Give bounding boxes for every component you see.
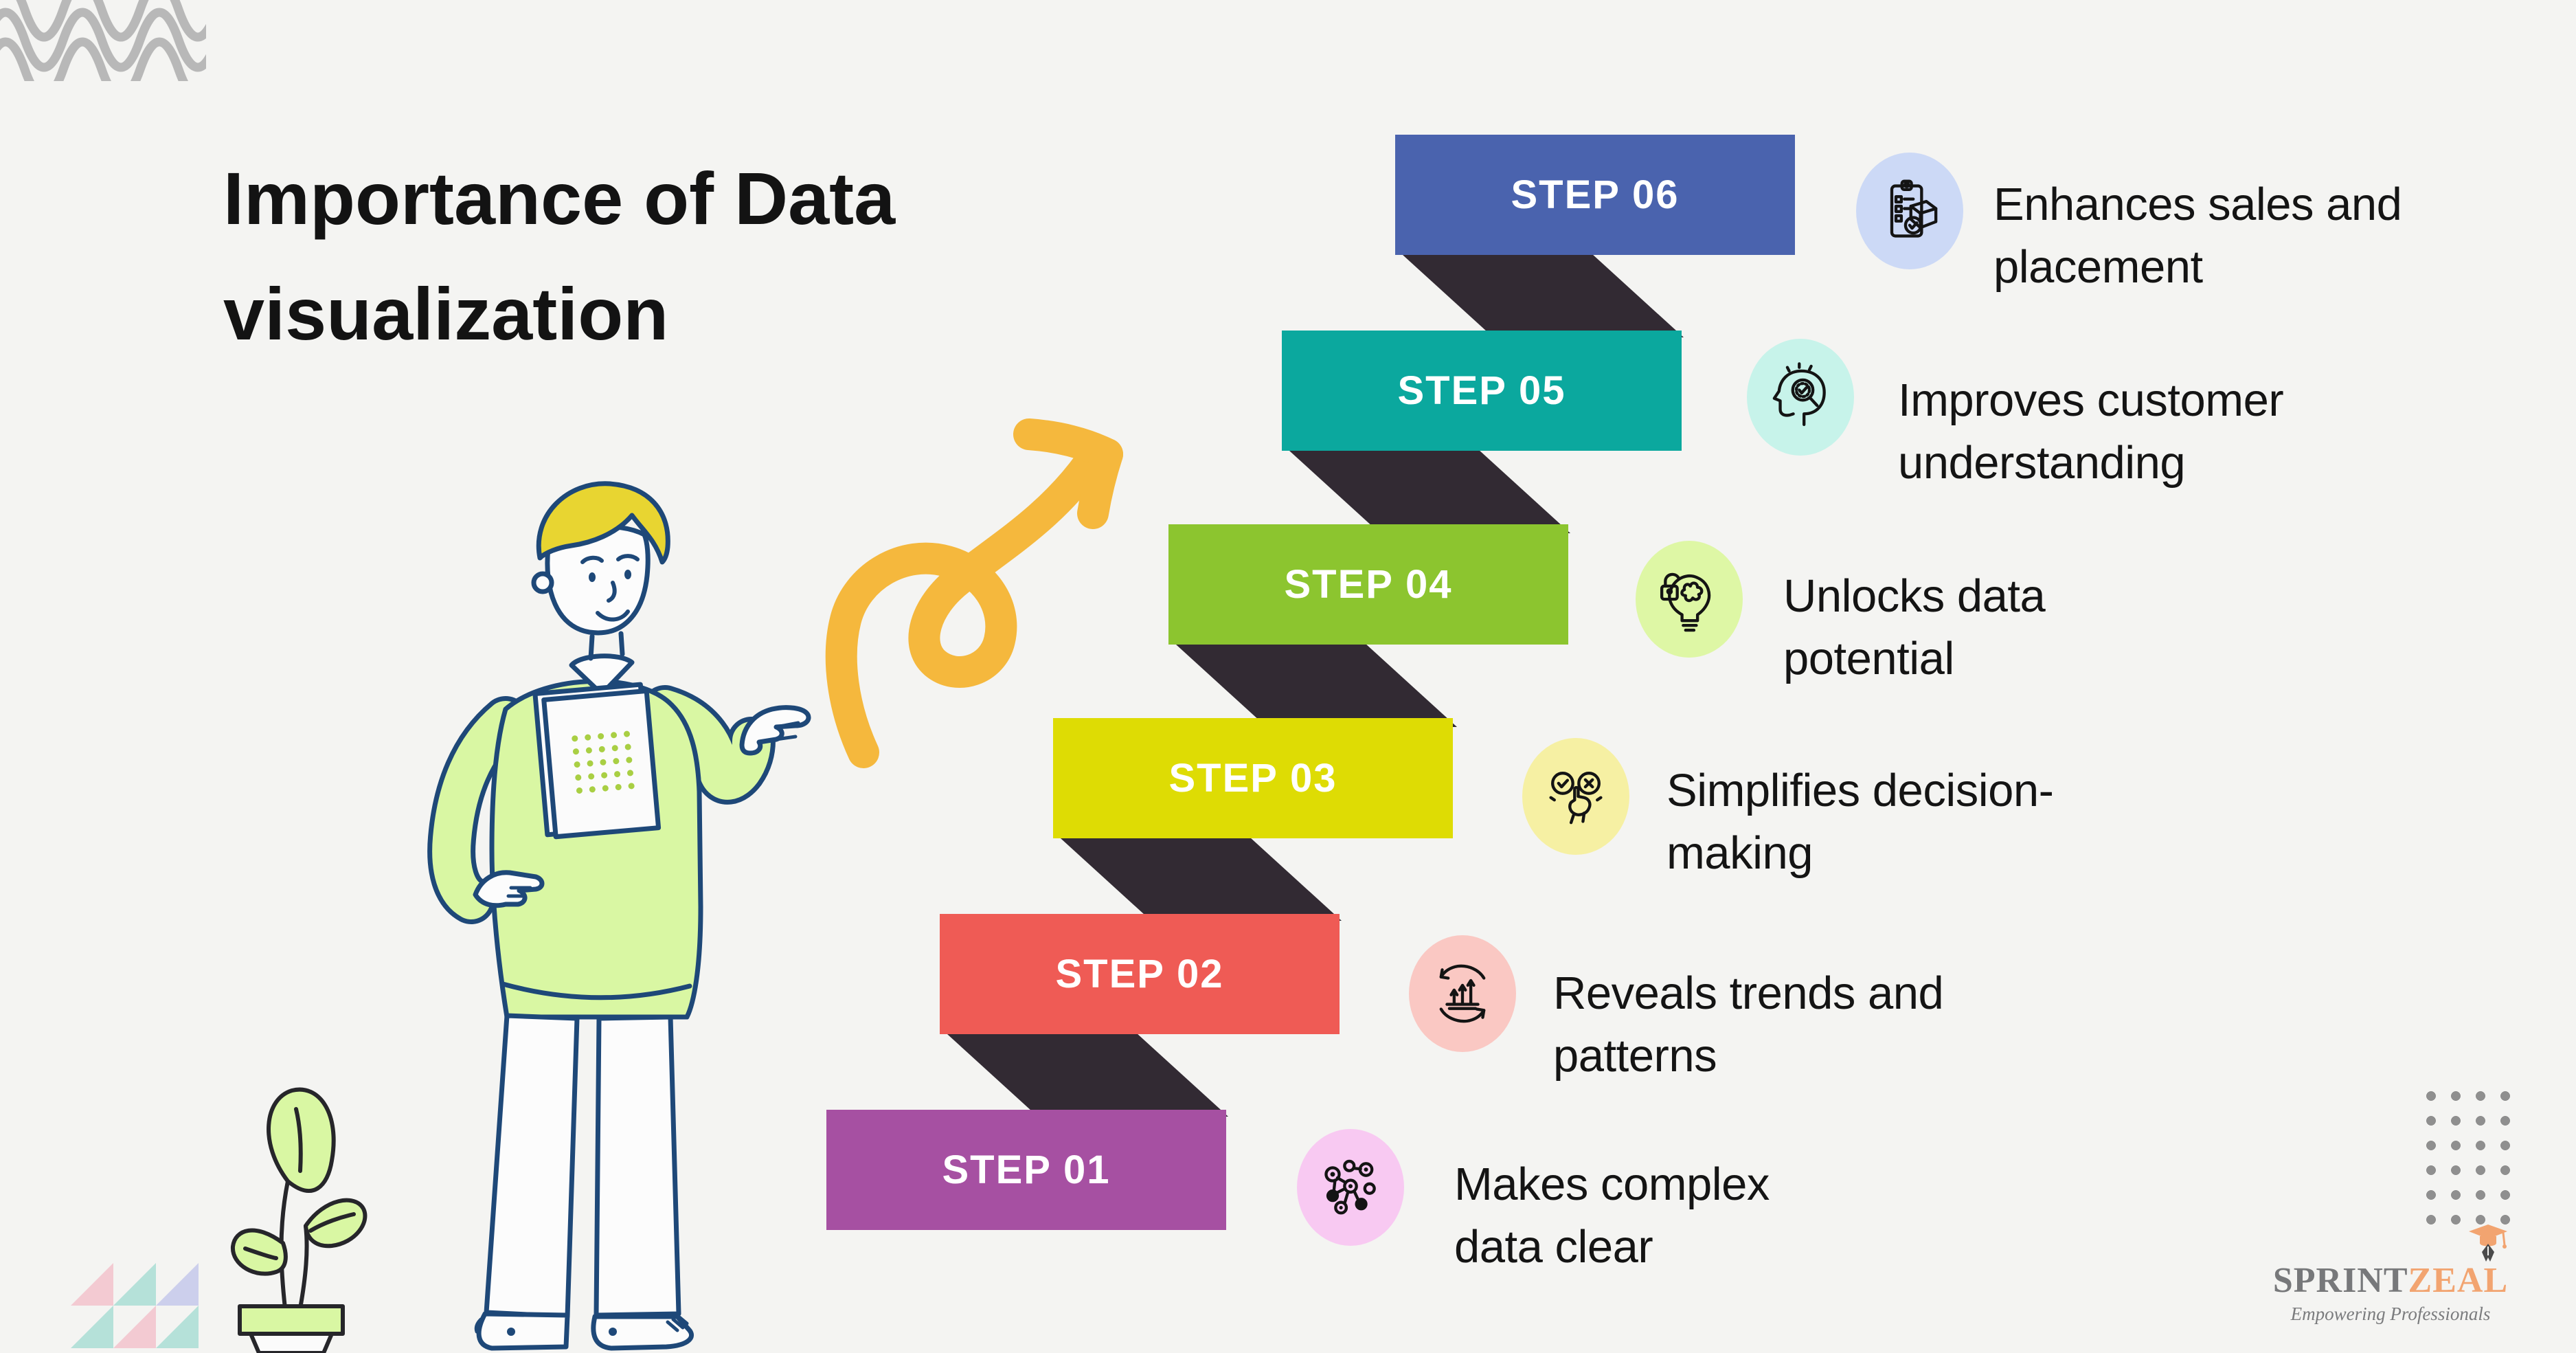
title-line-2: visualization <box>223 272 669 355</box>
icon-bubble-04 <box>1636 541 1743 658</box>
decision-check-icon <box>1549 772 1603 825</box>
step-bar-05: STEP 05 <box>1282 331 1682 451</box>
graduation-cap-icon <box>2469 1225 2507 1262</box>
step-bar-04: STEP 04 <box>1168 524 1568 645</box>
wavy-lines-decoration <box>0 0 206 81</box>
desc-line: patterns <box>1553 1030 1717 1082</box>
growth-arrow-icon <box>825 418 1123 768</box>
network-data-icon <box>1324 1159 1376 1215</box>
triangle-decoration <box>156 1263 199 1306</box>
desc-line: Makes complex <box>1454 1159 1770 1210</box>
ribbon-connector <box>1053 831 1342 921</box>
icon-bubble-05 <box>1747 339 1854 456</box>
logo-sprint: SPRINT <box>2272 1261 2408 1300</box>
triangle-decoration <box>156 1306 199 1348</box>
ribbon-connector <box>1168 638 1457 727</box>
sprintzeal-logo: SPRINTZEAL Empowering Professionals <box>2246 1225 2535 1341</box>
step-description-02: Reveals trends and patterns <box>1553 962 1944 1087</box>
triangle-decoration <box>71 1306 113 1348</box>
desc-line: potential <box>1783 633 1954 684</box>
step-bar-06: STEP 06 <box>1395 135 1795 255</box>
step-bar-02: STEP 02 <box>940 914 1340 1034</box>
desc-line: Improves customer <box>1898 374 2284 426</box>
step-description-03: Simplifies decision- making <box>1667 759 2054 884</box>
icon-bubble-03 <box>1522 738 1629 855</box>
ribbon-connector <box>1395 248 1684 337</box>
logo-tagline: Empowering Professionals <box>2290 1304 2491 1324</box>
triangle-decoration <box>113 1306 156 1348</box>
step-description-05: Improves customer understanding <box>1898 369 2284 494</box>
step-description-01: Makes complex data clear <box>1454 1153 1770 1278</box>
icon-bubble-02 <box>1409 935 1516 1052</box>
title-line-1: Importance of Data <box>223 157 896 240</box>
icon-bubble-01 <box>1297 1129 1404 1246</box>
step-label: STEP 03 <box>1168 756 1337 801</box>
page-title: Importance of Data visualization <box>223 141 1082 372</box>
trend-cycle-icon <box>1439 964 1486 1023</box>
step-description-06: Enhances sales and placement <box>1993 173 2402 298</box>
unlock-idea-icon <box>1660 572 1711 632</box>
ribbon-connector <box>1282 444 1570 533</box>
desc-line: Unlocks data <box>1783 570 2046 622</box>
dot-grid-decoration <box>2426 1091 2516 1226</box>
triangle-decoration <box>71 1263 113 1306</box>
desc-line: Enhances sales and <box>1993 179 2402 230</box>
sales-checklist-icon <box>1890 179 1938 238</box>
desc-line: Simplifies decision- <box>1667 765 2054 816</box>
triangle-decoration <box>113 1263 156 1306</box>
desc-line: understanding <box>1898 437 2186 489</box>
step-label: STEP 02 <box>1055 952 1224 996</box>
ribbon-connector <box>940 1027 1228 1117</box>
logo-wordmark: SPRINTZEAL <box>2246 1260 2535 1301</box>
desc-line: data clear <box>1454 1221 1653 1273</box>
step-label: STEP 01 <box>942 1148 1111 1192</box>
desc-line: placement <box>1993 241 2203 293</box>
step-label: STEP 05 <box>1397 368 1566 413</box>
logo-zeal: ZEAL <box>2408 1261 2509 1300</box>
step-bar-01: STEP 01 <box>826 1110 1226 1230</box>
desc-line: Reveals trends and <box>1553 968 1944 1019</box>
step-label: STEP 06 <box>1511 172 1680 217</box>
plant-illustration <box>230 1087 368 1353</box>
presenter-illustration <box>427 481 811 1351</box>
desc-line: making <box>1667 827 1813 879</box>
step-description-04: Unlocks data potential <box>1783 565 2046 690</box>
step-label: STEP 04 <box>1284 562 1453 607</box>
customer-insight-icon <box>1772 362 1826 427</box>
step-bar-03: STEP 03 <box>1053 718 1453 838</box>
icon-bubble-06 <box>1856 153 1963 269</box>
